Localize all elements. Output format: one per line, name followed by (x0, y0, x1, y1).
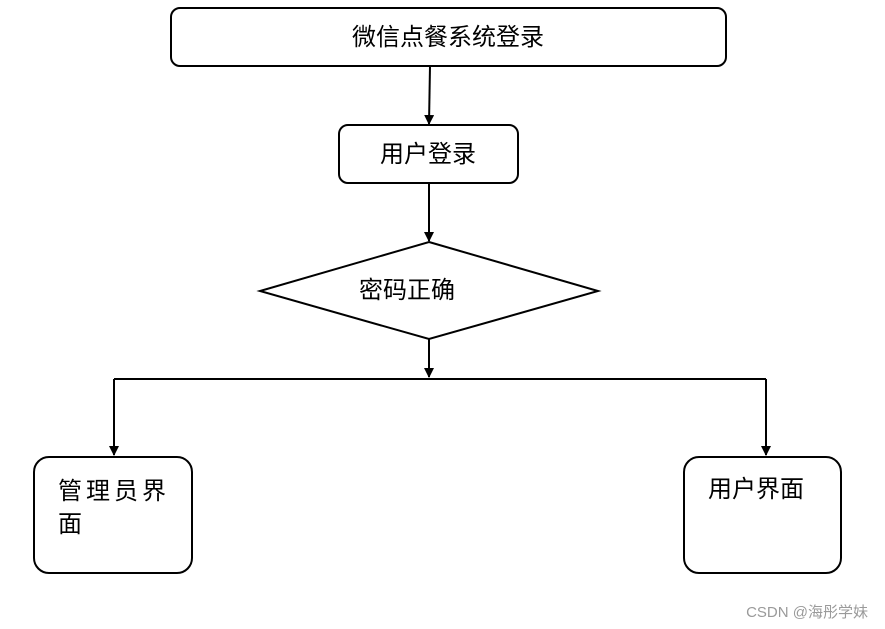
watermark-text: CSDN @海彤学妹 (746, 604, 868, 621)
node-system-login: 微信点餐系统登录 (170, 7, 727, 67)
node-user-login: 用户登录 (338, 124, 519, 184)
node-password-check: 密码正确 (256, 240, 602, 341)
node-admin-ui-label-line2: 面 (58, 510, 82, 538)
node-admin-ui-label-line1: 管理员界 (58, 477, 170, 505)
node-user-ui-label: 用户界面 (708, 475, 804, 503)
node-system-login-label: 微信点餐系统登录 (352, 23, 544, 51)
edge-system-to-user-login (424, 65, 435, 125)
node-user-ui: 用户界面 (683, 456, 842, 574)
node-admin-ui: 管理员界 面 (33, 456, 193, 574)
node-user-login-label: 用户登录 (380, 140, 476, 168)
node-password-check-label: 密码正确 (359, 276, 455, 304)
